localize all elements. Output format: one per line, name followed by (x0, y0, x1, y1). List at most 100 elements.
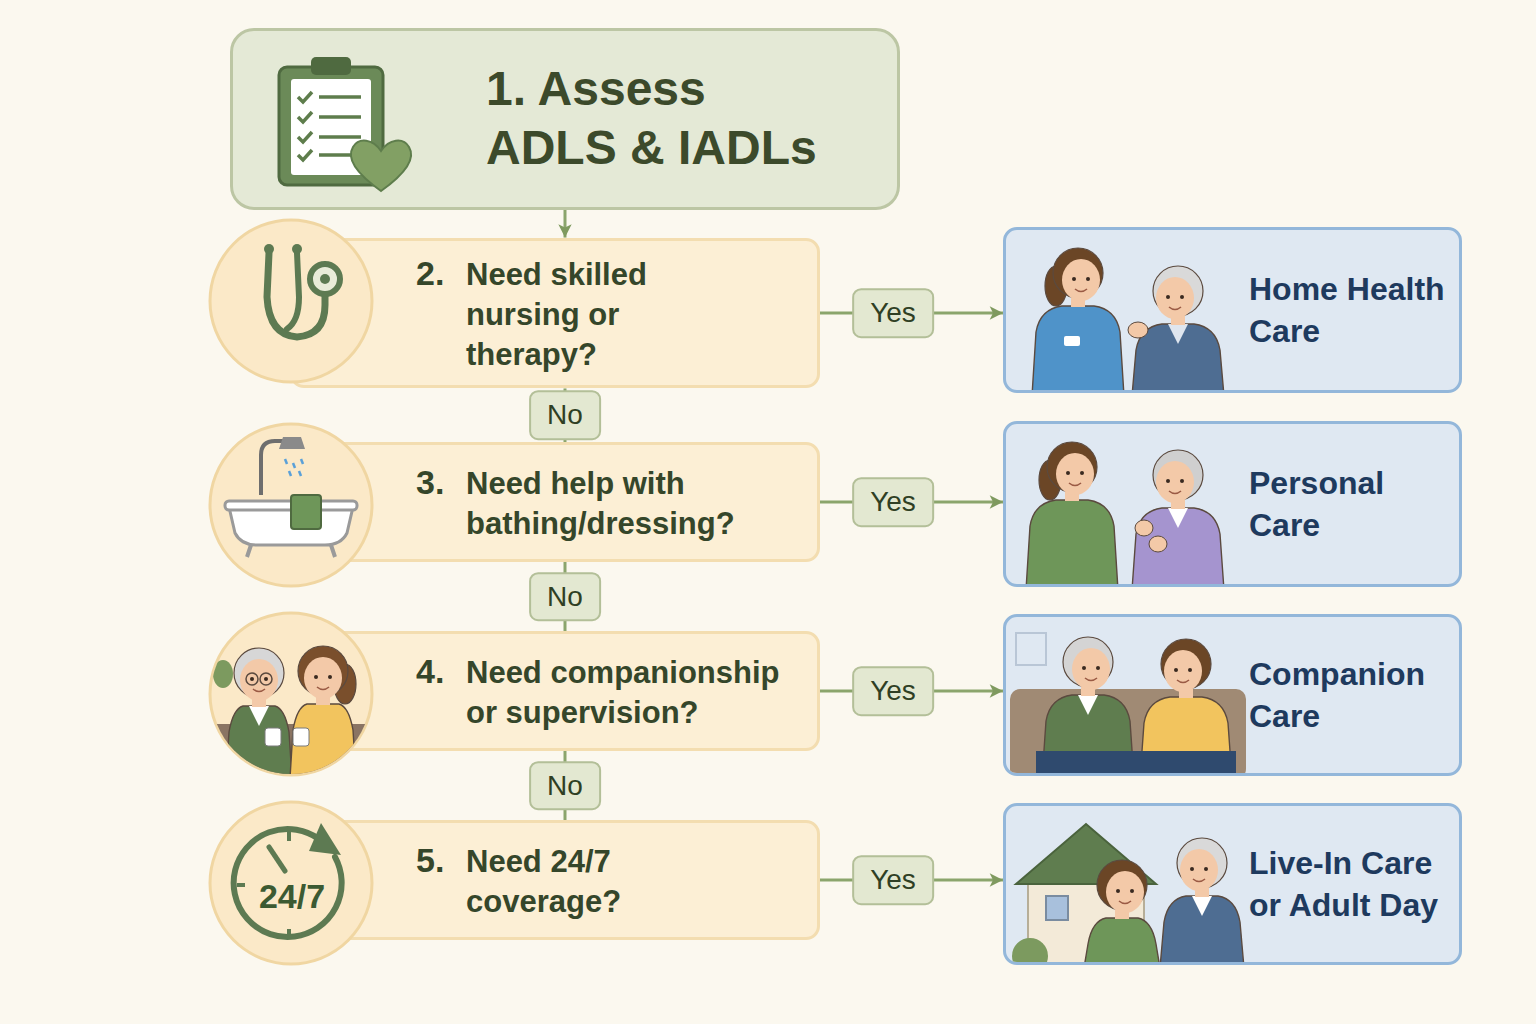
face (1072, 648, 1110, 690)
title-text: 1. Assess ADLS & IADLs (486, 60, 836, 177)
icon-ground (210, 220, 372, 382)
branch-label: Yes (852, 855, 934, 905)
question-box: 5.Need 24/7 coverage? (290, 820, 820, 940)
text-row: Home Health Care (1249, 268, 1445, 352)
step-number: 3. (416, 460, 466, 504)
shower-pipe (261, 441, 289, 495)
care-option-box: Home Health Care (1003, 227, 1462, 393)
care-option-box: Personal Care (1003, 421, 1462, 587)
clock-arrow (309, 823, 341, 855)
icon-label: 24/7 (259, 877, 325, 916)
clock-tick (287, 831, 291, 841)
question-text: Need companionship or supervision? (466, 653, 798, 734)
cup (265, 728, 281, 746)
checkmark (298, 132, 312, 142)
eye (1116, 889, 1120, 893)
eye (328, 675, 332, 679)
clock-hand (269, 847, 285, 871)
option-text: Live-In Care or Adult Day (1249, 842, 1445, 926)
hand (1128, 322, 1148, 338)
water-drop (285, 459, 287, 464)
step-number: 2. (416, 251, 466, 295)
option-text: Home Health Care (1249, 268, 1445, 352)
badge (1064, 336, 1080, 346)
sofa (1010, 689, 1246, 776)
question-box: 4.Need companionship or supervision? (290, 631, 820, 751)
step-number: 4. (416, 649, 466, 693)
collar (1078, 695, 1098, 715)
eye (1072, 277, 1076, 281)
hand (1149, 536, 1167, 552)
face (1180, 849, 1218, 891)
eye (1080, 471, 1084, 475)
care-option-box: Companion Care (1003, 614, 1462, 776)
eye (1130, 889, 1134, 893)
checkmark (298, 92, 312, 102)
list-line (319, 95, 361, 99)
tub-foot (331, 545, 335, 557)
text-row: 1. Assess ADLS & IADLs (486, 60, 836, 177)
step-number: 5. (416, 838, 466, 882)
icon-ground (210, 424, 372, 586)
eye (250, 677, 254, 681)
text-row: 3.Need help with bathing/dressing? (416, 460, 756, 545)
plant (213, 660, 233, 688)
icon-circle (201, 415, 381, 595)
smile (1169, 307, 1181, 310)
title-box: 1. Assess ADLS & IADLs (230, 28, 900, 210)
checkmark (298, 150, 312, 160)
connector (564, 210, 567, 238)
text-row: Personal Care (1249, 462, 1445, 546)
eye (1180, 479, 1184, 483)
question-text: Need help with bathing/dressing? (466, 464, 756, 545)
illustration (1006, 806, 1246, 965)
legs (1036, 751, 1236, 776)
eye (1066, 471, 1070, 475)
branch-label: Yes (852, 666, 934, 716)
list-line (319, 115, 361, 119)
branch-label: No (529, 572, 601, 622)
eye (314, 675, 318, 679)
hand (1135, 520, 1153, 536)
collar (1168, 324, 1188, 344)
clipboard-icon (273, 53, 423, 193)
face (1062, 259, 1100, 301)
chest-piece (310, 264, 340, 294)
question-text: Need skilled nursing or therapy? (466, 255, 756, 376)
collar (1168, 508, 1188, 528)
face (1106, 871, 1144, 913)
clock-tick (287, 929, 291, 937)
eye (1082, 666, 1086, 670)
face (1056, 453, 1094, 495)
option-text: Personal Care (1249, 462, 1445, 546)
water-drop (301, 459, 303, 464)
eye (1086, 277, 1090, 281)
torso (1084, 918, 1160, 965)
eye (264, 677, 268, 681)
smile (1177, 680, 1189, 683)
torso (225, 706, 293, 794)
smile (253, 689, 265, 692)
checkmark (298, 112, 312, 122)
face (1156, 277, 1194, 319)
bush (1012, 938, 1048, 965)
question-box: 2.Need skilled nursing or therapy? (290, 238, 820, 389)
water-drop (293, 463, 295, 468)
smile (317, 687, 329, 690)
list-line (319, 135, 361, 139)
torso (289, 704, 357, 794)
branch-label: No (529, 761, 601, 811)
icon-circle (201, 211, 381, 391)
eye (1180, 295, 1184, 299)
face (304, 657, 342, 699)
window (1046, 896, 1068, 920)
question-box: 3.Need help with bathing/dressing? (290, 442, 820, 562)
illustration (1006, 424, 1246, 587)
text-row: 2.Need skilled nursing or therapy? (416, 251, 756, 376)
branch-label: Yes (852, 477, 934, 527)
smile (1119, 901, 1131, 904)
heart (351, 141, 411, 191)
earpiece (292, 244, 302, 254)
eye (1096, 666, 1100, 670)
illustration (1006, 230, 1246, 393)
